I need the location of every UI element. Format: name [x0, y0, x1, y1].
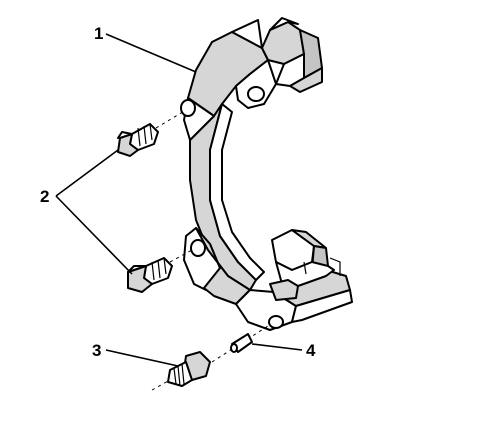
callout-2: 2 [40, 187, 49, 206]
mounting-bolt-upper [117, 109, 187, 157]
threaded-fitting [151, 325, 269, 391]
callout-3: 3 [92, 341, 101, 360]
callout-1: 1 [94, 24, 103, 43]
caliper-bracket [180, 17, 353, 331]
leader-line-2-lower [55, 195, 133, 275]
leader-line-3 [105, 349, 179, 367]
leader-line-4 [251, 343, 303, 351]
callout-4: 4 [306, 341, 316, 360]
guide-pin [230, 333, 253, 353]
leader-line-2-upper [55, 149, 119, 197]
mounting-bolt-lower [127, 249, 193, 293]
leader-line-1 [105, 33, 197, 73]
